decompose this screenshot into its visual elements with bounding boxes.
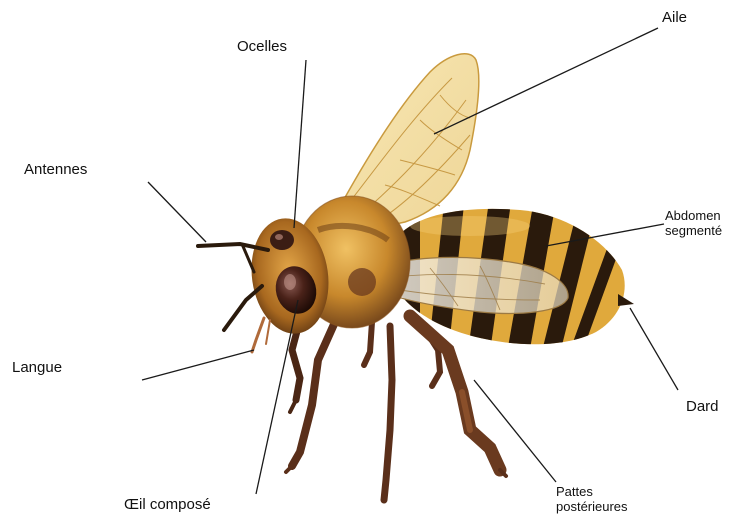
label-pattes-posterieures: Pattes postérieures bbox=[556, 484, 628, 514]
label-aile: Aile bbox=[662, 9, 687, 26]
label-oeil-compose: Œil composé bbox=[124, 496, 211, 513]
leader-ocelles bbox=[294, 60, 306, 228]
label-langue: Langue bbox=[12, 359, 62, 376]
middle-leg-2 bbox=[384, 326, 392, 500]
label-pattes-line2: postérieures bbox=[556, 499, 628, 514]
leader-langue bbox=[142, 350, 254, 380]
label-ocelles: Ocelles bbox=[237, 38, 287, 55]
label-antennes: Antennes bbox=[24, 161, 87, 178]
label-abdomen-line2: segmenté bbox=[665, 223, 722, 238]
middle-leg bbox=[364, 322, 372, 365]
leader-antennes bbox=[148, 182, 206, 242]
label-abdomen-segmente: Abdomen segmenté bbox=[665, 208, 722, 238]
leader-pattes bbox=[474, 380, 556, 482]
label-dard: Dard bbox=[686, 398, 719, 415]
leader-dard bbox=[630, 308, 678, 390]
tongue bbox=[252, 318, 270, 352]
stinger bbox=[618, 294, 634, 306]
label-abdomen-line1: Abdomen bbox=[665, 208, 722, 223]
ocelli bbox=[270, 230, 294, 250]
legs bbox=[286, 316, 506, 500]
label-pattes-line1: Pattes bbox=[556, 484, 628, 499]
